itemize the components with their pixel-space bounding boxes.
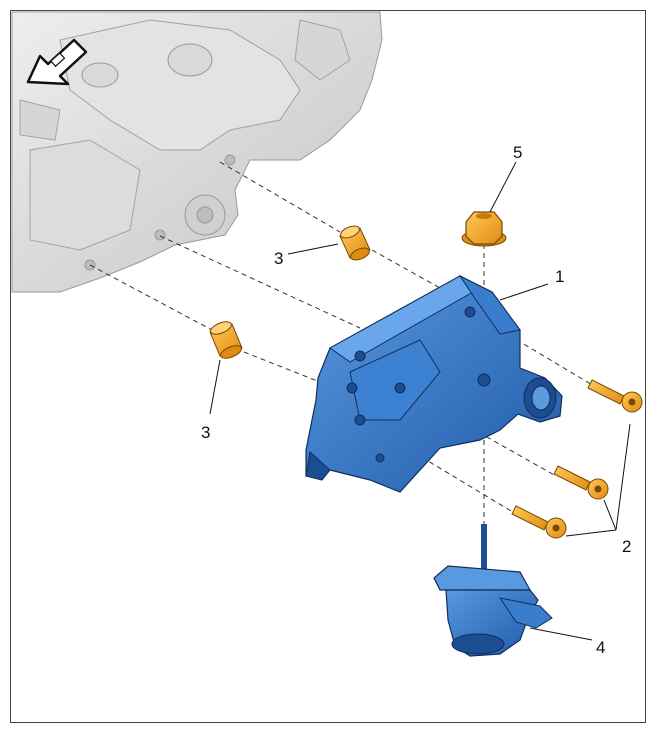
engine-block	[11, 11, 383, 293]
engine-mount	[433, 524, 553, 657]
bolt-2	[553, 465, 609, 500]
mount-bracket	[305, 274, 563, 493]
bolts	[511, 379, 643, 539]
callout-4: 4	[596, 638, 605, 657]
callout-3-lower: 3	[201, 423, 210, 442]
bolt-3	[511, 505, 567, 539]
callout-2: 2	[622, 537, 631, 556]
bolt-1	[587, 379, 643, 413]
bushing-upper	[339, 225, 371, 261]
nut	[461, 211, 507, 247]
bushing-lower	[209, 321, 243, 359]
callout-5: 5	[513, 143, 522, 162]
callout-3-upper: 3	[274, 249, 283, 268]
callout-1: 1	[555, 267, 564, 286]
leader-lines	[209, 161, 631, 641]
vehicle-forward-arrow-icon	[26, 38, 88, 86]
